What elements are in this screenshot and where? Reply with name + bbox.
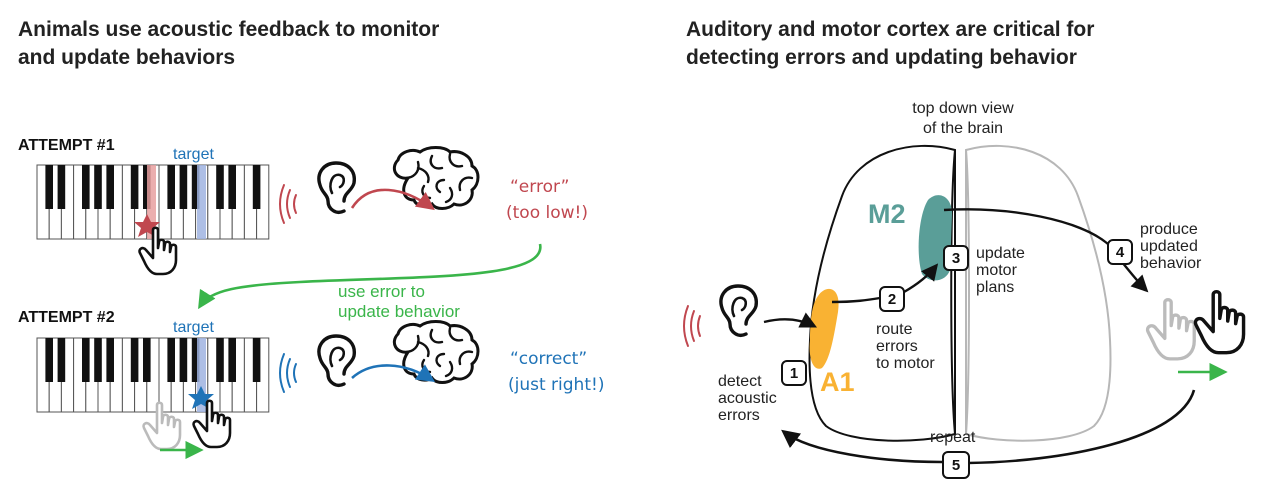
step2-line2: errors [876, 338, 918, 355]
black-key [252, 338, 261, 382]
sound-waves-icon-red [279, 184, 297, 224]
highlighted-key [147, 165, 156, 239]
ghost-hand-icon-right [1145, 298, 1196, 361]
svg-text:1: 1 [790, 365, 798, 382]
route-arrow-b [903, 263, 939, 294]
step-badge-5: 5 [942, 451, 970, 479]
black-key [106, 165, 114, 209]
repeat-arrow-b [781, 429, 943, 464]
black-key [130, 165, 139, 209]
transition-line1: use error to [338, 282, 425, 301]
black-key [57, 338, 66, 382]
black-key [179, 338, 188, 382]
black-key [94, 338, 102, 382]
step3-line2: motor [976, 262, 1018, 279]
sound-waves-icon-right [683, 305, 701, 347]
correct-arrow [351, 364, 436, 383]
black-key [228, 165, 236, 209]
left-title-line2: and update behaviors [18, 46, 235, 69]
transition-arrow [198, 243, 542, 310]
brain-caption-line2: of the brain [923, 120, 1003, 137]
attempt1-feedback-line1: “error” [510, 177, 569, 197]
input-arrow [763, 312, 818, 328]
black-key [45, 165, 53, 209]
ear-icon-attempt1 [317, 161, 357, 214]
black-key [45, 338, 53, 382]
black-key [252, 165, 261, 209]
step4-line3: behavior [1140, 255, 1202, 272]
black-key [167, 165, 175, 209]
right-title-line2: detecting errors and updating behavior [686, 46, 1077, 69]
black-key [179, 165, 188, 209]
svg-text:5: 5 [952, 457, 960, 474]
midline-left [950, 149, 956, 435]
black-key [167, 338, 175, 382]
svg-text:2: 2 [888, 291, 896, 308]
brain-caption-line1: top down view [912, 100, 1014, 117]
highlighted-key [197, 338, 206, 412]
transition-line2: update behavior [338, 302, 460, 321]
attempt1-target-label: target [173, 146, 214, 163]
step2-line1: route [876, 321, 913, 338]
step5-line1: repeat [930, 429, 976, 446]
repeat-arrow-a [967, 389, 1196, 465]
attempt2-label: ATTEMPT #2 [18, 309, 115, 326]
black-key [191, 338, 200, 382]
step2-line3: to motor [876, 355, 935, 372]
black-key [191, 165, 200, 209]
error-arrow [350, 188, 435, 211]
black-key [82, 338, 90, 382]
step3-line1: update [976, 245, 1025, 262]
step-badge-4: 4 [1107, 239, 1133, 265]
attempt1-label: ATTEMPT #1 [18, 137, 115, 154]
black-key [106, 338, 114, 382]
step3-line3: plans [976, 279, 1014, 296]
svg-text:4: 4 [1116, 244, 1125, 261]
right-title-line1: Auditory and motor cortex are critical f… [686, 18, 1094, 41]
step1-line2: acoustic [718, 390, 777, 407]
step4-line1: produce [1140, 221, 1198, 238]
brain-icon-attempt1 [392, 146, 480, 210]
midline-right [965, 149, 970, 435]
step-badge-3: 3 [943, 245, 969, 271]
step1-line3: errors [718, 407, 760, 424]
step-badge-1: 1 [781, 360, 807, 386]
black-key [57, 165, 66, 209]
a1-region [809, 288, 839, 369]
attempt2-target-label: target [173, 319, 214, 336]
step4-line2: updated [1140, 238, 1198, 255]
piano-keyboard-attempt2 [36, 337, 270, 413]
highlighted-key [197, 165, 206, 239]
sound-waves-icon-blue [279, 353, 297, 393]
black-key [94, 165, 102, 209]
attempt1-feedback-line2: (too low!) [506, 203, 588, 223]
step1-line1: detect [718, 373, 762, 390]
route-arrow-a [831, 296, 881, 304]
black-key [143, 338, 151, 382]
pointing-hand-icon-right [1193, 289, 1246, 355]
piano-keyboard-attempt1 [36, 164, 270, 240]
black-key [143, 165, 151, 209]
black-key [130, 338, 139, 382]
black-key [216, 165, 224, 209]
output-arrow-a [943, 208, 1109, 245]
black-key [228, 338, 236, 382]
attempt2-feedback-line2: (just right!) [508, 375, 604, 395]
right-hemisphere [965, 144, 1112, 442]
attempt2-feedback-line1: “correct” [510, 349, 587, 369]
a1-label: A1 [820, 367, 855, 397]
m2-label: M2 [868, 199, 906, 229]
ear-icon-attempt2 [317, 334, 357, 387]
brain-icon-attempt2 [392, 320, 480, 384]
step-badge-2: 2 [879, 286, 905, 312]
ear-icon-right [719, 284, 759, 337]
svg-text:3: 3 [952, 250, 960, 267]
black-key [82, 165, 90, 209]
left-title-line1: Animals use acoustic feedback to monitor [18, 18, 439, 41]
black-key [216, 338, 224, 382]
